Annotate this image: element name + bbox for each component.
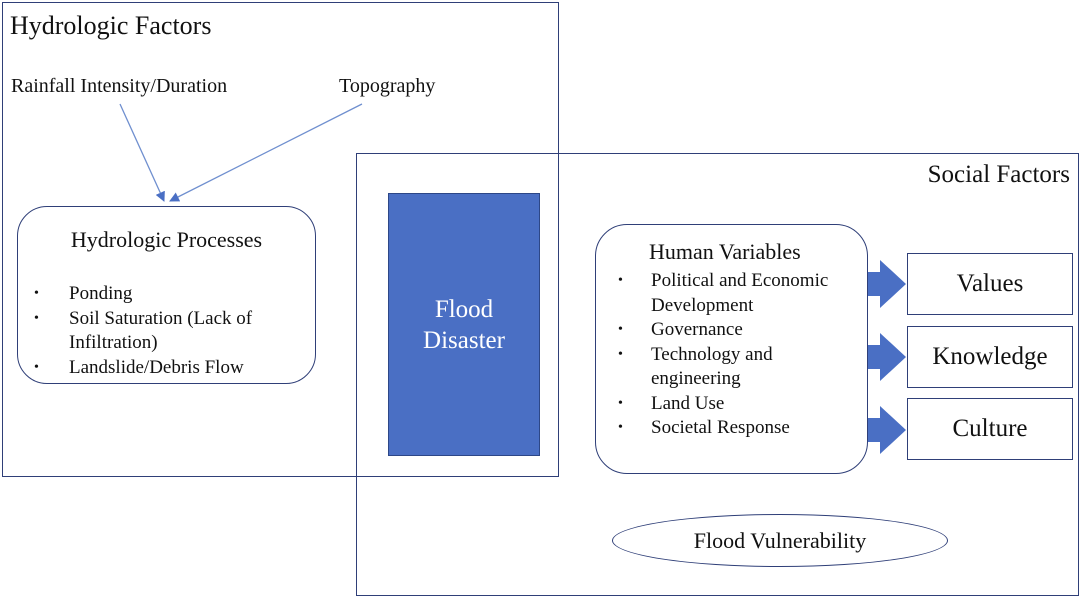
values-box: Values xyxy=(907,253,1073,315)
rainfall-intensity-label: Rainfall Intensity/Duration xyxy=(11,75,228,97)
hydrologic-factors-frame xyxy=(2,2,559,477)
list-item: •Soil Saturation (Lack of Infiltration) xyxy=(34,307,253,354)
human-variables-box: Human Variables •Political and Economic … xyxy=(595,224,868,474)
hydrologic-factors-title: Hydrologic Factors xyxy=(10,11,212,40)
list-item: •Political and Economic Development xyxy=(618,270,829,316)
list-item: •Land Use xyxy=(618,392,725,414)
human-variables-title: Human Variables xyxy=(649,239,801,264)
culture-box: Culture xyxy=(907,398,1073,460)
flood-vulnerability-label: Flood Vulnerability xyxy=(693,527,867,553)
social-factors-title: Social Factors xyxy=(927,161,1070,188)
list-item: •Governance xyxy=(618,319,743,340)
knowledge-label: Knowledge xyxy=(932,343,1048,370)
knowledge-box: Knowledge xyxy=(907,326,1073,388)
hydrologic-processes-title: Hydrologic Processes xyxy=(70,227,263,252)
list-item: •Technology and engineering xyxy=(618,343,773,390)
flood-disaster-block: Flood Disaster xyxy=(388,193,540,456)
flood-disaster-label: Flood Disaster xyxy=(423,295,505,354)
culture-label: Culture xyxy=(952,415,1028,442)
flood-vulnerability-ellipse: Flood Vulnerability xyxy=(612,514,948,567)
topography-label: Topography xyxy=(339,75,436,97)
social-factors-frame xyxy=(356,153,1079,596)
list-item: •Landslide/Debris Flow xyxy=(34,356,244,378)
human-variables-list: •Political and Economic Development •Gov… xyxy=(596,269,866,441)
values-label: Values xyxy=(956,270,1024,297)
list-item: •Ponding xyxy=(34,283,133,304)
hydrologic-processes-list: •Ponding •Soil Saturation (Lack of Infil… xyxy=(18,282,314,380)
hydrologic-processes-box: Hydrologic Processes •Ponding •Soil Satu… xyxy=(17,206,316,384)
list-item: •Societal Response xyxy=(618,417,790,438)
